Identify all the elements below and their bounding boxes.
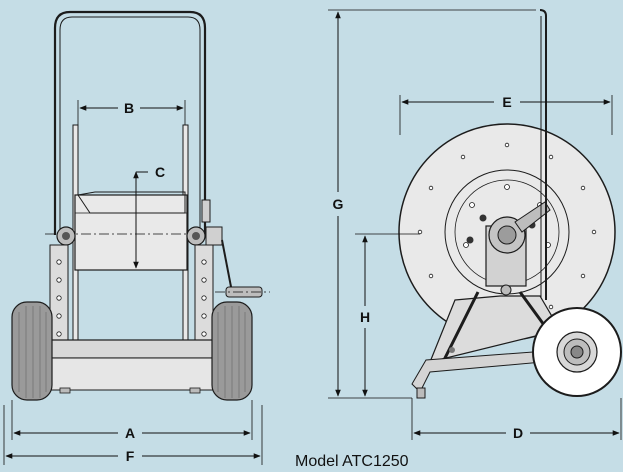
front-drum [74, 194, 188, 271]
side-handle [539, 9, 547, 300]
dimension-b-label: B [124, 100, 134, 116]
front-left-tire [11, 301, 53, 401]
dimension-c-label: C [155, 164, 165, 180]
dimension-g-label: G [333, 196, 344, 212]
front-view: B C A F [3, 10, 270, 465]
dimension-f-label: F [126, 448, 135, 464]
dimension-h-label: H [360, 309, 370, 325]
dimension-a-label: A [125, 425, 135, 441]
dimension-d-label: D [513, 425, 523, 441]
front-handle [53, 10, 207, 235]
model-caption: Model ATC1250 [295, 453, 409, 470]
dimension-e-label: E [502, 94, 511, 110]
side-view: E G H D [328, 9, 622, 441]
